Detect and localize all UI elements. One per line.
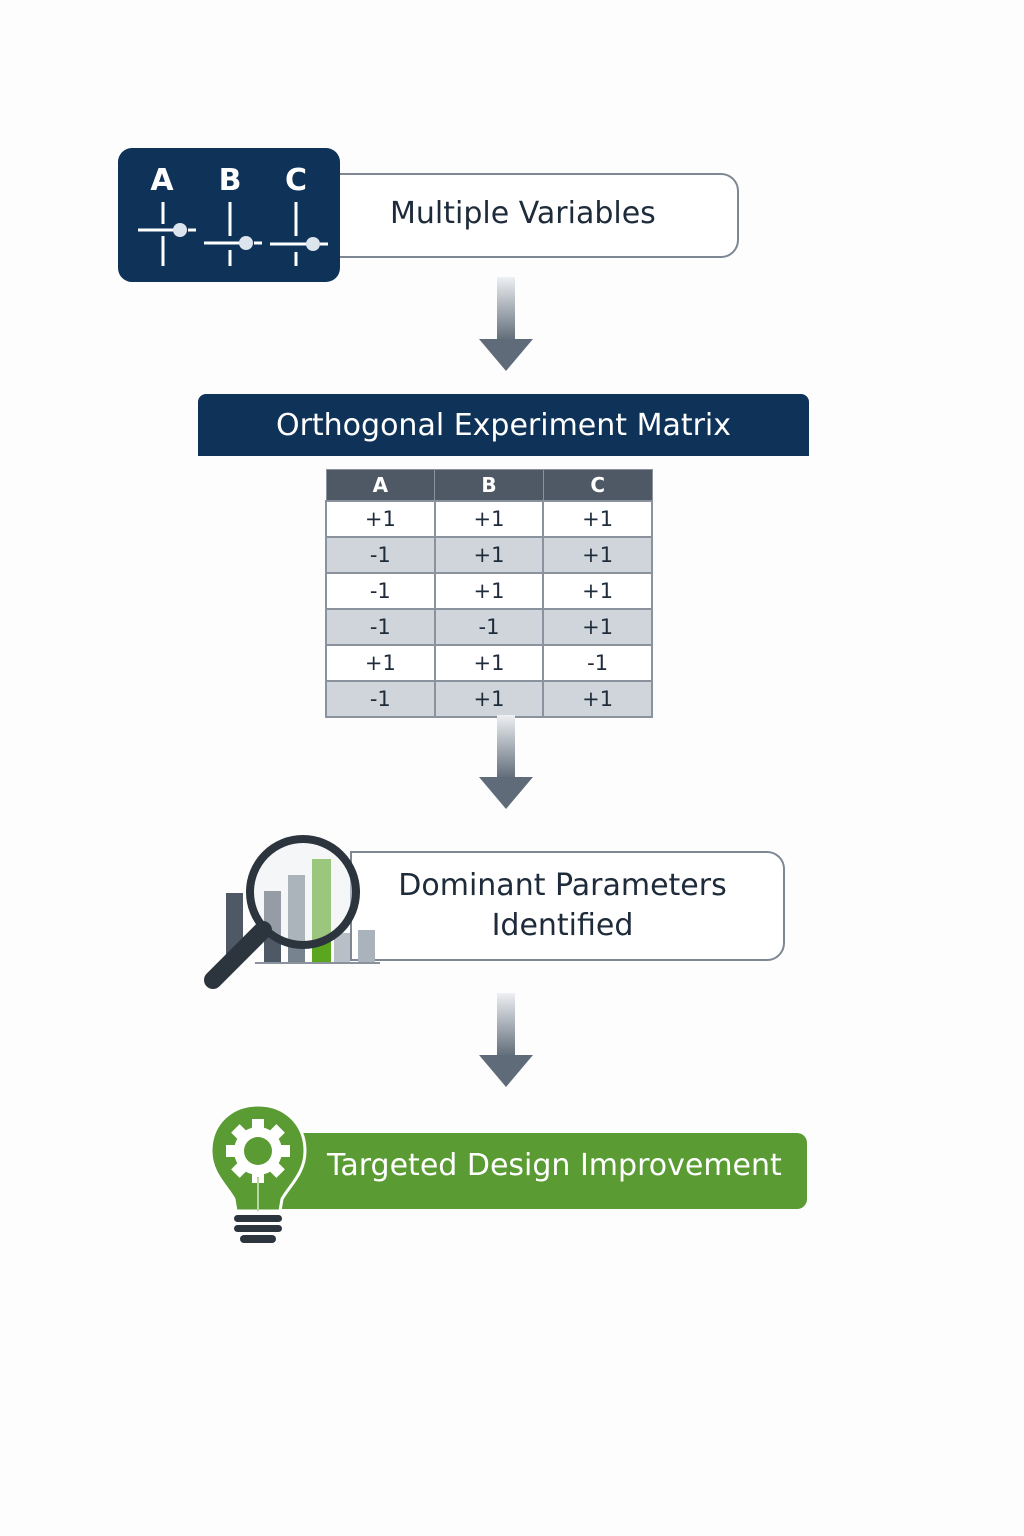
- cell: +1: [433, 644, 545, 682]
- cell: -1: [325, 536, 436, 574]
- cell: -1: [325, 608, 436, 646]
- table-row: +1+1-1: [325, 644, 653, 682]
- dominant-line-1: Dominant Parameters: [398, 868, 727, 903]
- cell: +1: [433, 500, 545, 538]
- column-header-a: A: [325, 469, 436, 502]
- orthogonal-matrix-table: A B C +1+1+1 -1+1+1 -1+1+1 -1-1+1 +1+1-1…: [325, 469, 653, 718]
- table-row: -1+1+1: [325, 680, 653, 718]
- var-label-a: A: [150, 163, 174, 198]
- table-row: -1+1+1: [325, 572, 653, 610]
- cell: -1: [325, 680, 436, 718]
- var-label-c: C: [285, 163, 307, 198]
- down-arrow-icon: [479, 715, 533, 809]
- matrix-title: Orthogonal Experiment Matrix: [198, 394, 809, 456]
- table-row: +1+1+1: [325, 500, 653, 538]
- cell: +1: [542, 572, 653, 610]
- dominant-parameters-label: Dominant Parameters Identified: [350, 866, 775, 946]
- down-arrow-icon: [479, 993, 533, 1087]
- targeted-improvement-label: Targeted Design Improvement: [327, 1148, 782, 1183]
- column-header-c: C: [542, 469, 653, 502]
- dominant-line-2: Identified: [491, 908, 634, 943]
- cell: +1: [542, 500, 653, 538]
- down-arrow-icon: [479, 277, 533, 371]
- cell: +1: [542, 608, 653, 646]
- var-label-b: B: [219, 163, 242, 198]
- cell: -1: [433, 608, 545, 646]
- multiple-variables-label: Multiple Variables: [390, 196, 656, 231]
- cell: +1: [325, 644, 436, 682]
- table-row: -1-1+1: [325, 608, 653, 646]
- magnifier-chart-icon: [204, 835, 380, 989]
- dominant-parameters-box: [350, 851, 785, 961]
- sliders-icon: A B C: [138, 163, 328, 266]
- cell: -1: [325, 572, 436, 610]
- column-header-b: B: [434, 469, 544, 502]
- cell: +1: [542, 536, 653, 574]
- variables-icon-panel: A B C: [118, 148, 340, 282]
- targeted-improvement-bar: [280, 1133, 807, 1209]
- cell: +1: [325, 500, 436, 538]
- cell: +1: [433, 572, 545, 610]
- cell: +1: [433, 536, 545, 574]
- table-row: -1+1+1: [325, 536, 653, 574]
- cell: +1: [433, 680, 545, 718]
- lightbulb-gear-icon: [209, 1103, 307, 1243]
- cell: +1: [542, 680, 653, 718]
- cell: -1: [542, 644, 653, 682]
- multiple-variables-box: [330, 173, 739, 258]
